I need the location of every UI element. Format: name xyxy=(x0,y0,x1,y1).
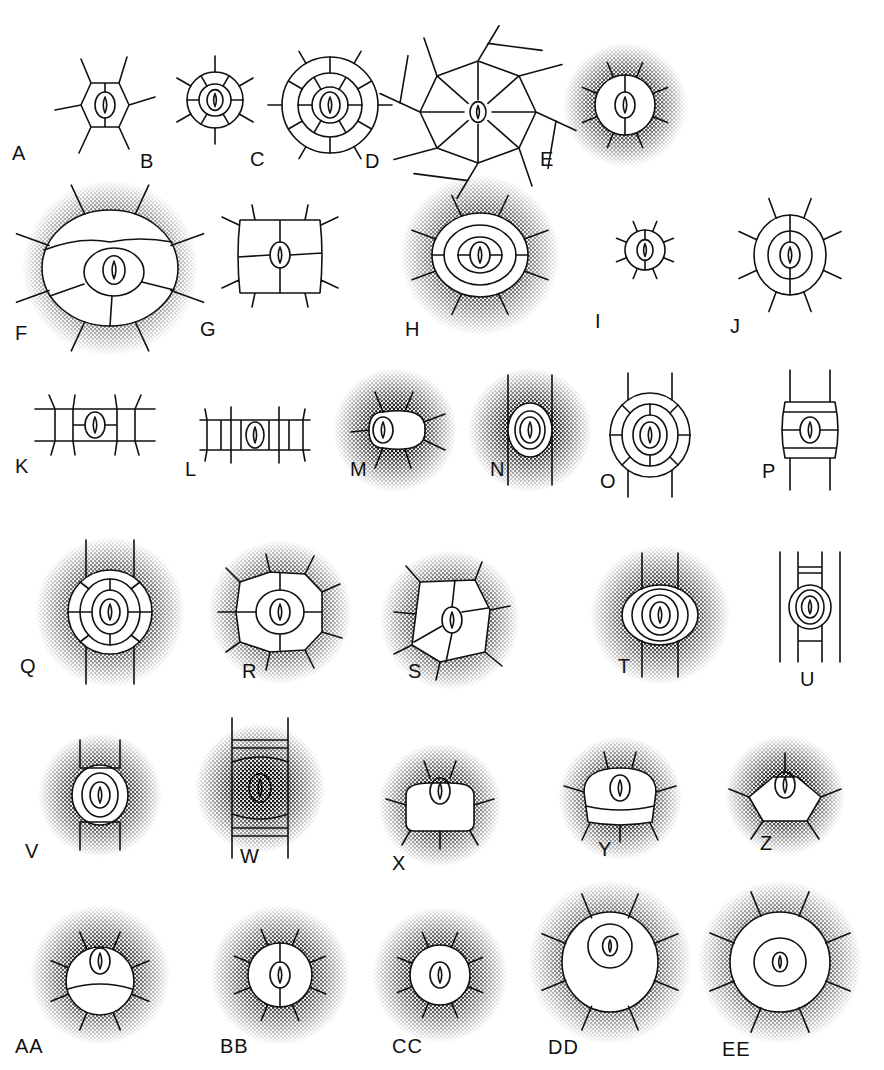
figure-letter: X xyxy=(392,852,406,874)
stomate-drawing xyxy=(30,905,170,1045)
stomate-drawing xyxy=(698,880,862,1044)
stomate-drawing xyxy=(380,550,520,690)
figure-letter: CC xyxy=(392,1035,423,1057)
figure-letter: V xyxy=(25,840,39,862)
stomate-drawing xyxy=(610,373,690,497)
stomate-drawing xyxy=(333,368,457,492)
figure-letter: DD xyxy=(548,1036,579,1058)
stomate-drawing xyxy=(468,368,592,492)
figure-letter: R xyxy=(242,660,257,682)
stomate-drawing xyxy=(35,537,185,687)
stomate-drawing xyxy=(372,907,508,1043)
stomate-drawing xyxy=(268,51,392,158)
figure-letter: K xyxy=(15,455,29,477)
stomate-drawing xyxy=(563,43,687,167)
stomate-drawing xyxy=(725,735,845,855)
stomate-drawing xyxy=(739,198,841,311)
figure-letter: N xyxy=(490,458,505,480)
figure-letter: D xyxy=(365,150,380,172)
figure-letter: EE xyxy=(722,1038,751,1060)
figure-letter: I xyxy=(595,310,602,332)
figure-letter: A xyxy=(12,142,26,164)
figure-letter: BB xyxy=(220,1035,249,1057)
stomate-drawing xyxy=(35,395,155,455)
figure-letter: S xyxy=(408,660,422,682)
stomate-drawing xyxy=(780,552,840,662)
stomate-drawing xyxy=(378,743,502,867)
figure-letter: O xyxy=(600,470,617,492)
figure-letter: E xyxy=(540,148,554,170)
figure-letter: Y xyxy=(598,838,612,860)
stomate-drawing xyxy=(528,880,692,1044)
figure-letter: H xyxy=(405,318,420,340)
figure-letter: M xyxy=(350,458,368,480)
stomate-drawing xyxy=(208,540,352,684)
figure-letter: B xyxy=(140,150,154,172)
stomate-drawing xyxy=(782,370,838,490)
stomate-drawing xyxy=(617,222,674,279)
figure-letter: G xyxy=(200,318,217,340)
figure-letter: AA xyxy=(15,1035,44,1057)
figure-letter: F xyxy=(15,322,28,344)
figure-letter: L xyxy=(185,458,197,480)
figure-letter: P xyxy=(762,460,776,482)
stomate-drawing xyxy=(195,718,325,858)
figure-letter: W xyxy=(240,845,260,867)
stomate-drawing xyxy=(400,175,560,335)
stomate-drawing xyxy=(590,545,730,685)
stomate-drawing xyxy=(200,407,310,463)
stomate-drawing xyxy=(380,26,576,198)
figure-letter: U xyxy=(800,668,815,690)
stomate-drawing xyxy=(17,180,204,356)
figure-letter: Q xyxy=(20,655,37,677)
stomate-drawing xyxy=(177,56,253,144)
figure-letter: Z xyxy=(760,832,773,854)
stomate-drawing xyxy=(222,205,338,307)
stomate-drawing xyxy=(55,57,155,153)
figure-letter: J xyxy=(730,315,741,337)
figure-letter: C xyxy=(250,148,265,170)
figure-letter: T xyxy=(618,655,631,677)
stomate-drawing xyxy=(210,905,350,1045)
stomate-drawing xyxy=(38,733,162,857)
stomate-drawing xyxy=(558,736,682,860)
